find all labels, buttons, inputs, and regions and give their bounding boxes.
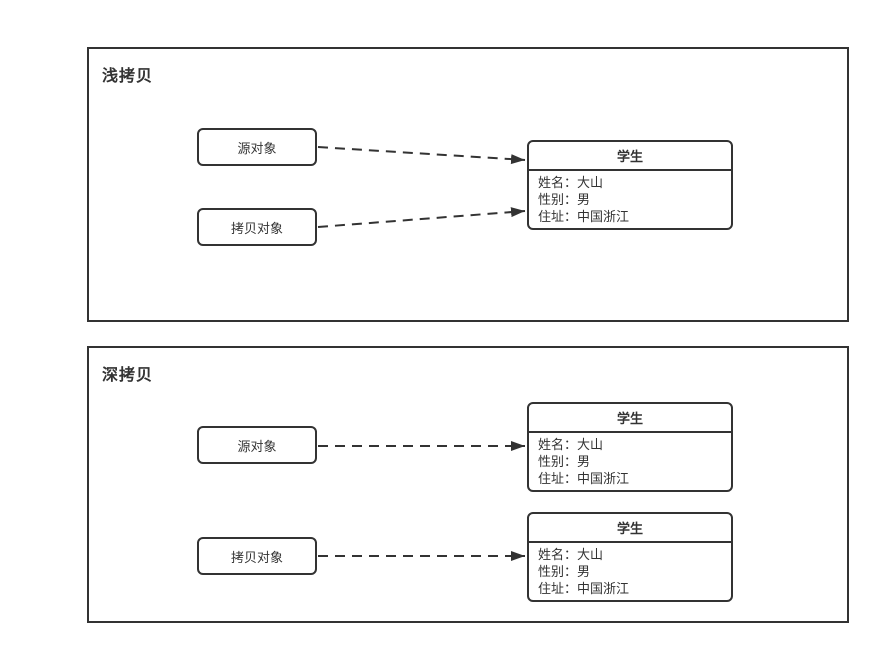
deep-student1-body: 姓名：大山 性别：男 住址：中国浙江 xyxy=(529,433,731,490)
deep-student2-field-gender: 性别：男 xyxy=(538,564,591,579)
shallow-copy-object-label: 拷贝对象 xyxy=(230,220,283,236)
shallow-source-object-node: 源对象 xyxy=(197,128,317,166)
shallow-student-body: 姓名：大山 性别：男 住址：中国浙江 xyxy=(529,171,731,228)
deep-student2-title: 学生 xyxy=(529,514,731,543)
deep-copy-object-label: 拷贝对象 xyxy=(230,549,283,565)
deep-student1-field-name: 姓名：大山 xyxy=(538,437,604,452)
shallow-copy-panel: 浅拷贝 xyxy=(87,47,849,322)
shallow-copy-object-node: 拷贝对象 xyxy=(197,208,317,246)
shallow-student-field-gender: 性别：男 xyxy=(538,192,591,207)
deep-copy-panel: 深拷贝 xyxy=(87,346,849,623)
shallow-copy-panel-title: 浅拷贝 xyxy=(102,68,154,85)
deep-student-box-1: 学生 姓名：大山 性别：男 住址：中国浙江 xyxy=(527,402,733,492)
shallow-source-object-label: 源对象 xyxy=(237,140,277,156)
deep-student1-field-address: 住址：中国浙江 xyxy=(538,471,630,486)
deep-student1-field-gender: 性别：男 xyxy=(538,454,591,469)
deep-student2-field-address: 住址：中国浙江 xyxy=(538,581,630,596)
deep-source-object-label: 源对象 xyxy=(237,438,277,454)
deep-copy-object-node: 拷贝对象 xyxy=(197,537,317,575)
deep-student2-body: 姓名：大山 性别：男 住址：中国浙江 xyxy=(529,543,731,600)
shallow-student-title: 学生 xyxy=(529,142,731,171)
deep-student1-title: 学生 xyxy=(529,404,731,433)
shallow-student-field-address: 住址：中国浙江 xyxy=(538,209,630,224)
deep-copy-panel-title: 深拷贝 xyxy=(102,367,154,384)
shallow-student-box: 学生 姓名：大山 性别：男 住址：中国浙江 xyxy=(527,140,733,230)
shallow-student-field-name: 姓名：大山 xyxy=(538,175,604,190)
deep-student-box-2: 学生 姓名：大山 性别：男 住址：中国浙江 xyxy=(527,512,733,602)
deep-student2-field-name: 姓名：大山 xyxy=(538,547,604,562)
deep-source-object-node: 源对象 xyxy=(197,426,317,464)
